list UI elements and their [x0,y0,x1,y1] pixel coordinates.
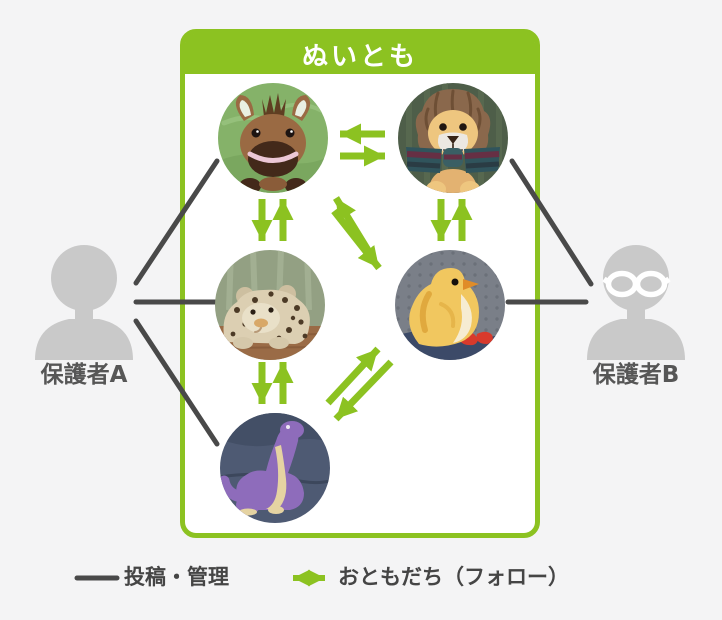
lion-photo [398,83,508,193]
panel-title: ぬいとも [185,34,535,74]
guardian-a: 保護者A [14,240,154,388]
legend-label-follow: おともだち（フォロー） [338,565,569,589]
legend-label-manage: 投稿・管理 [124,565,229,589]
duck-photo [395,250,505,360]
person-glasses-icon [587,245,685,360]
person-icon [35,245,133,360]
guardian-b-label: 保護者B [592,362,680,388]
dinosaur-illustration [220,413,330,523]
duck-illustration [395,250,505,360]
leopard-illustration [215,250,325,360]
leopard-photo [215,250,325,360]
guardian-a-label: 保護者A [40,362,128,388]
follow-arrow-swatch [293,569,325,587]
pony-illustration [218,83,328,193]
manage-line-swatch [74,575,120,581]
guardian-b: 保護者B [566,240,706,388]
pony-photo [218,83,328,193]
lion-illustration [398,83,508,193]
dinosaur-photo [220,413,330,523]
